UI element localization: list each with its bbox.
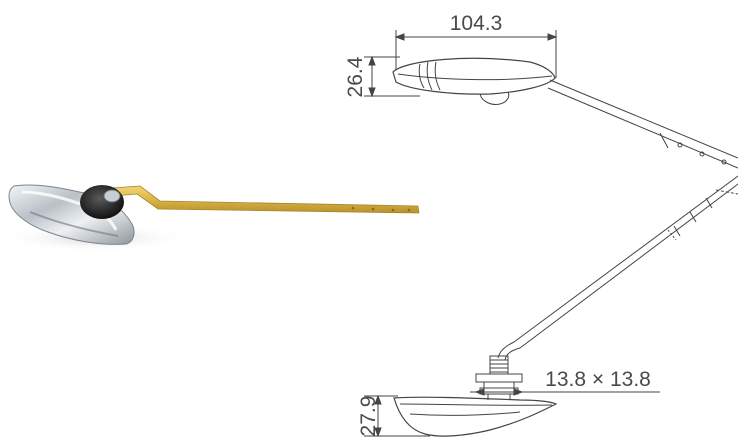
dim-height-label: 26.4 xyxy=(344,56,367,97)
dim-nut-lines xyxy=(470,388,660,396)
side-view-arm xyxy=(497,175,738,361)
dim-base-lines xyxy=(364,394,430,438)
dim-height-lines xyxy=(364,55,420,98)
washer-hub xyxy=(103,189,121,203)
lever-photo xyxy=(0,184,420,252)
handle-inner-shade xyxy=(29,211,119,237)
side-view-handle xyxy=(393,396,558,437)
rubber-washer xyxy=(80,185,124,219)
dim-width-label: 104.3 xyxy=(450,12,503,35)
top-view-handle xyxy=(392,57,738,169)
dim-base-label: 27.9 xyxy=(357,396,380,437)
dim-nut-label: 13.8 × 13.8 xyxy=(545,368,651,391)
dim-width-lines xyxy=(394,30,558,78)
arm-holes xyxy=(351,206,411,212)
technical-drawing xyxy=(364,30,738,438)
